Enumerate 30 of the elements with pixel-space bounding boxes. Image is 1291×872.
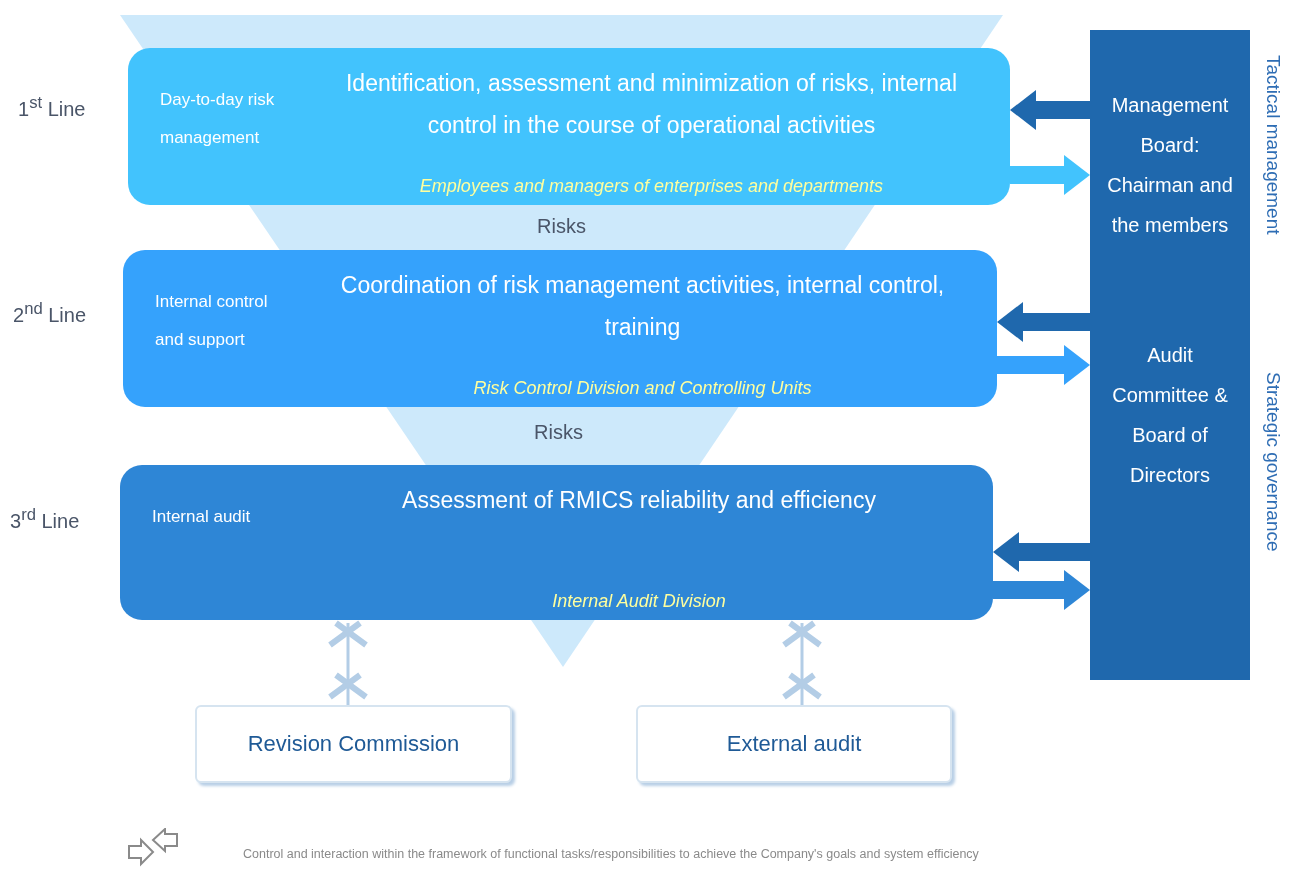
line-number-label: 1$^{st}$ Line: [18, 93, 86, 121]
legend-text: Control and interaction within the framework of functional tasks/responsibilities to achieve the Company's goals and system efficiency: [243, 847, 979, 861]
line-owner-text: Risk Control Division and Controlling Units: [472, 378, 813, 399]
governance-body-text: Management Board: Chairman and the members: [1106, 93, 1234, 238]
block-arrow: [997, 345, 1090, 385]
governance-body-text: Audit Committee & Board of Directors: [1111, 343, 1229, 488]
line-role-text: Internal control and support: [155, 291, 269, 351]
box-title: External audit: [726, 731, 862, 757]
block-arrow: [997, 302, 1090, 342]
box-title: Revision Commission: [247, 731, 460, 757]
flow-label: Risks: [537, 215, 586, 238]
line-owner-text: Employees and managers of enterprises and departments: [418, 176, 885, 197]
governance-panel: [1090, 30, 1250, 680]
block-arrow: [993, 532, 1090, 572]
side-caption: Strategic governance: [1262, 372, 1284, 552]
line-number-label: 3$^{rd}$ Line: [10, 505, 80, 533]
line-number-label: 2$^{nd}$ Line: [13, 299, 87, 327]
side-caption: Tactical management: [1262, 55, 1284, 235]
line-owner-text: Internal Audit Division: [551, 591, 727, 612]
line-role-text: Day-to-day risk management: [160, 89, 276, 149]
audit-box: [636, 705, 952, 783]
line-task-text: Assessment of RMICS reliability and efficiency: [401, 486, 877, 515]
flow-label: Risks: [534, 421, 583, 444]
line-role-text: Internal audit: [152, 506, 252, 528]
block-arrow: [1010, 155, 1090, 195]
block-arrow: [993, 570, 1090, 610]
line-task-text: Identification, assessment and minimization of risks, internal control in the course of operational activities: [344, 69, 959, 140]
audit-box: [195, 705, 512, 783]
block-arrow: [1010, 90, 1090, 130]
line-task-text: Coordination of risk management activities, internal control, training: [339, 271, 946, 342]
